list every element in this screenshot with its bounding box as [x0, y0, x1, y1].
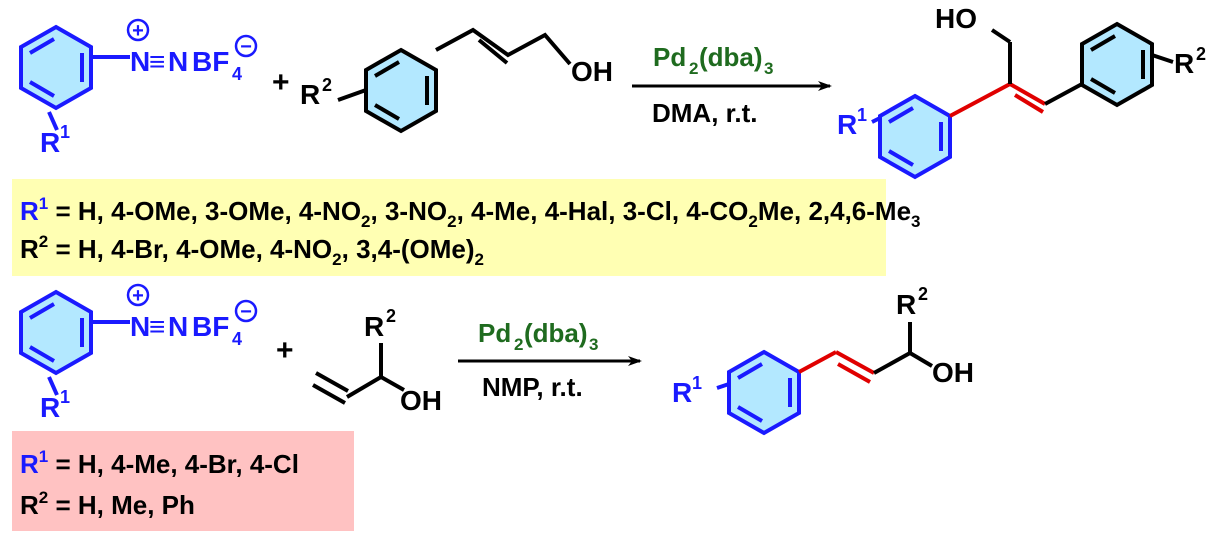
- hydroxyl-label: OH: [571, 56, 613, 87]
- allyl-r2: R: [364, 311, 384, 342]
- negative-charge-2: −: [240, 301, 252, 323]
- diazonium-triple-bond: ≡: [149, 46, 165, 77]
- diazonium-2-triple-bond: ≡: [149, 311, 165, 342]
- plus-sign-2: +: [276, 334, 294, 367]
- cinnamyl-alcohol: R 2 OH: [300, 27, 613, 134]
- scope-1-line-1: R1 = H, 4-OMe, 3-OMe, 4-NO2, 3-NO2, 4-Me…: [20, 194, 921, 231]
- positive-charge-2-icon: [126, 283, 150, 307]
- diazonium-2-n2: N: [168, 311, 188, 342]
- scope-box-1: [12, 179, 886, 276]
- r1-sup-2: 1: [60, 387, 70, 407]
- conditions-1: DMA, r.t.: [652, 98, 757, 128]
- product-r2: R: [1174, 48, 1194, 79]
- product-r1: R: [837, 109, 857, 140]
- product-2-r2: R: [896, 289, 916, 320]
- allyl-hydroxyl: OH: [400, 385, 442, 416]
- product-2-r1-sup: 1: [692, 373, 702, 393]
- negative-charge-icon: [234, 34, 258, 58]
- scope-box-2: [12, 431, 354, 531]
- catalyst-2-pd: Pd: [478, 318, 511, 348]
- catalyst-sub2: 2: [689, 59, 698, 78]
- negative-charge: −: [240, 36, 252, 58]
- plus-sign-1: +: [272, 66, 290, 99]
- diazonium-ring-1: [19, 24, 130, 131]
- positive-charge-icon: [126, 18, 150, 42]
- catalyst-dba: (dba): [699, 42, 763, 72]
- product-2-hydroxyl: OH: [932, 357, 974, 388]
- positive-charge-2: +: [132, 285, 144, 307]
- catalyst-pd: Pd: [653, 42, 686, 72]
- product-2-r1: R: [672, 377, 692, 408]
- catalyst-2-sub2: 2: [514, 335, 523, 354]
- r1-label: R: [40, 127, 60, 158]
- allyl-r2-sup: 2: [386, 306, 396, 326]
- catalyst-2-dba: (dba): [524, 318, 588, 348]
- r1-sup: 1: [60, 122, 70, 142]
- reaction-arrow-2: Pd 2 (dba) 3 NMP, r.t.: [458, 318, 642, 402]
- allyl-alcohol: R 2 OH: [312, 306, 442, 416]
- diazonium-2-n: N: [130, 311, 150, 342]
- diazonium-label-2: N ≡ N BF 4 + − R 1: [40, 283, 258, 423]
- scope-1-line-2: R2 = H, 4-Br, 4-OMe, 4-NO2, 3,4-(OMe)2: [20, 232, 484, 269]
- catalyst-2-sub3: 3: [589, 335, 598, 354]
- product-1: HO R 1 R 2: [837, 3, 1206, 180]
- catalyst-sub3: 3: [764, 59, 773, 78]
- scope-2-line-1: R1 = H, 4-Me, 4-Br, 4-Cl: [20, 447, 299, 479]
- diazonium-label-1: N ≡ N BF 4 + − R 1: [40, 18, 258, 158]
- conditions-2: NMP, r.t.: [482, 372, 583, 402]
- product-hydroxyl: HO: [935, 3, 977, 34]
- r2-sup: 2: [322, 75, 332, 95]
- scope-2-line-2: R2 = H, Me, Ph: [20, 488, 195, 520]
- negative-charge-2-icon: [234, 299, 258, 323]
- product-r1-sup: 1: [857, 105, 867, 125]
- product-r2-sup: 2: [1196, 44, 1206, 64]
- tetrafluoroborate-2-sub: 4: [232, 329, 242, 349]
- product-2: R 1 R 2 OH: [672, 284, 974, 436]
- diazonium-ring-2: [19, 289, 130, 396]
- r1-label-2: R: [40, 392, 60, 423]
- r2-label: R: [300, 79, 320, 110]
- product-2-r2-sup: 2: [918, 284, 928, 304]
- positive-charge: +: [132, 20, 144, 42]
- tetrafluoroborate-sub: 4: [232, 64, 242, 84]
- reaction-arrow-1: Pd 2 (dba) 3 DMA, r.t.: [632, 42, 832, 128]
- tetrafluoroborate-2-bf: BF: [192, 311, 229, 342]
- diazonium-n2: N: [168, 46, 188, 77]
- tetrafluoroborate-bf: BF: [192, 46, 229, 77]
- diazonium-n: N: [130, 46, 150, 77]
